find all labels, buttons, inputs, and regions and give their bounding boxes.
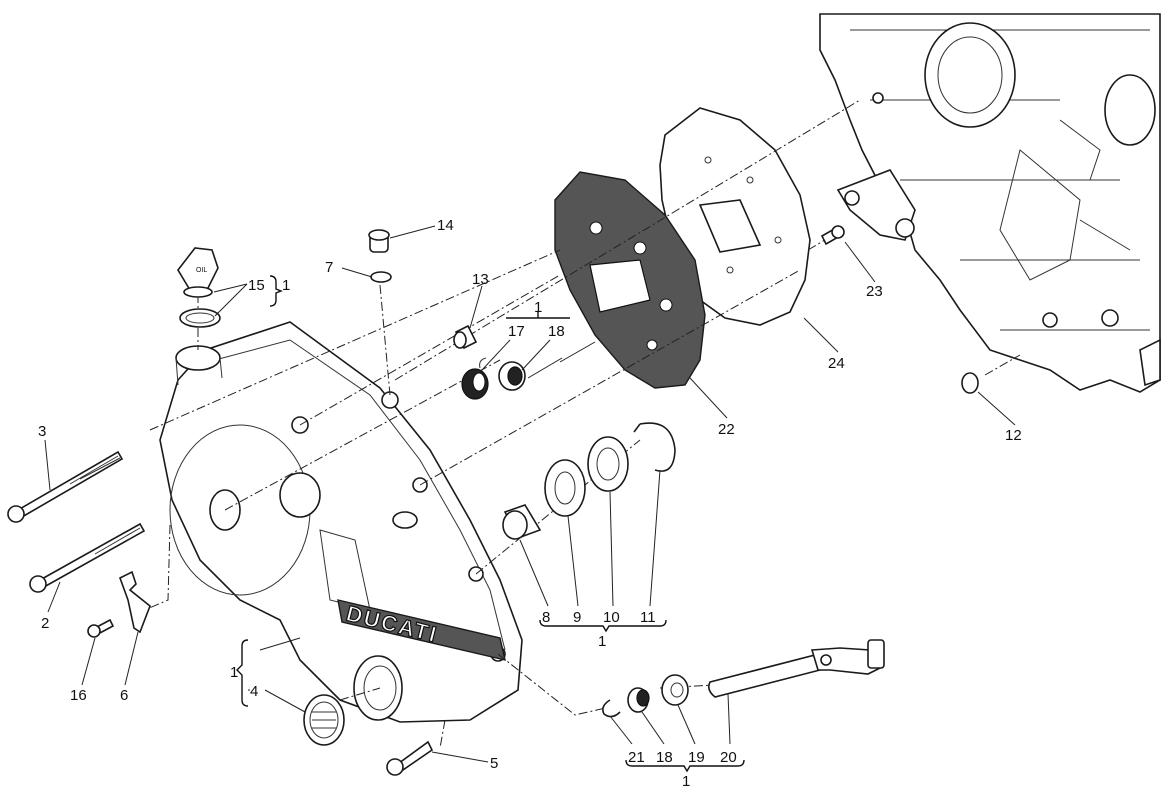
callout-23: 23	[866, 283, 883, 300]
callout-7: 7	[325, 259, 333, 276]
callout-3: 3	[38, 423, 46, 440]
callout-18-upper: 18	[548, 323, 565, 340]
part-21-clip	[602, 699, 621, 718]
part-5-bolt	[386, 740, 434, 776]
part-14-plug	[368, 229, 390, 253]
crankcase	[819, 13, 1161, 393]
part-18-bearing-lower	[627, 687, 650, 713]
oil-cap-text: OIL	[196, 267, 207, 274]
callout-14: 14	[437, 217, 454, 234]
group-braces	[236, 275, 745, 773]
part-20-shaft	[708, 639, 885, 698]
callout-15-group: 1	[282, 277, 290, 294]
part-3-bolt	[7, 450, 124, 523]
part-16-bolt	[87, 618, 115, 638]
callout-21: 21	[628, 749, 645, 766]
callout-19: 19	[688, 749, 705, 766]
callout-17-18-group: 1	[534, 299, 542, 316]
callout-6: 6	[120, 687, 128, 704]
leader-lines	[44, 225, 1016, 763]
callout-11: 11	[640, 609, 656, 626]
callout-16: 16	[70, 687, 87, 704]
part-17-bearing	[461, 357, 489, 400]
callout-24: 24	[828, 355, 845, 372]
part-2-bolt	[29, 522, 146, 593]
part-22-plate	[554, 171, 706, 389]
part-12-o-ring	[961, 372, 979, 394]
callout-17: 17	[508, 323, 525, 340]
callout-20: 20	[720, 749, 737, 766]
part-4-cap	[303, 694, 345, 746]
part-15-oil-cap: OIL	[177, 247, 221, 328]
part-19-seal	[661, 674, 689, 706]
callout-9: 9	[573, 609, 581, 626]
callout-4: 4	[250, 683, 258, 700]
callout-18-lower: 18	[656, 749, 673, 766]
callout-21-20-group: 1	[682, 773, 690, 790]
callout-labels: 3 2 16 6 1 4 5 7 14 15 1 13 1 17 18 22 2…	[38, 217, 1022, 790]
part-8-bushing	[502, 504, 542, 540]
part-7-washer	[370, 271, 392, 283]
part-10-washer	[587, 436, 629, 492]
callout-15: 15	[248, 277, 265, 294]
callout-2: 2	[41, 615, 49, 632]
part-18-bearing-upper	[498, 361, 526, 391]
callout-5: 5	[490, 755, 498, 772]
callout-10: 10	[603, 609, 620, 626]
callout-13: 13	[472, 271, 489, 288]
part-13-bushing	[453, 324, 478, 350]
callout-8: 8	[542, 609, 550, 626]
part-23-screw	[820, 225, 845, 246]
part-11-circlip	[633, 422, 676, 472]
callout-12: 12	[1005, 427, 1022, 444]
callout-8-11-group: 1	[598, 633, 606, 650]
callout-22: 22	[718, 421, 735, 438]
callout-1-cover: 1	[230, 664, 238, 681]
part-9-seal	[544, 459, 586, 517]
clutch-cover: DUCATI	[159, 321, 523, 723]
part-6-bracket	[119, 570, 151, 634]
